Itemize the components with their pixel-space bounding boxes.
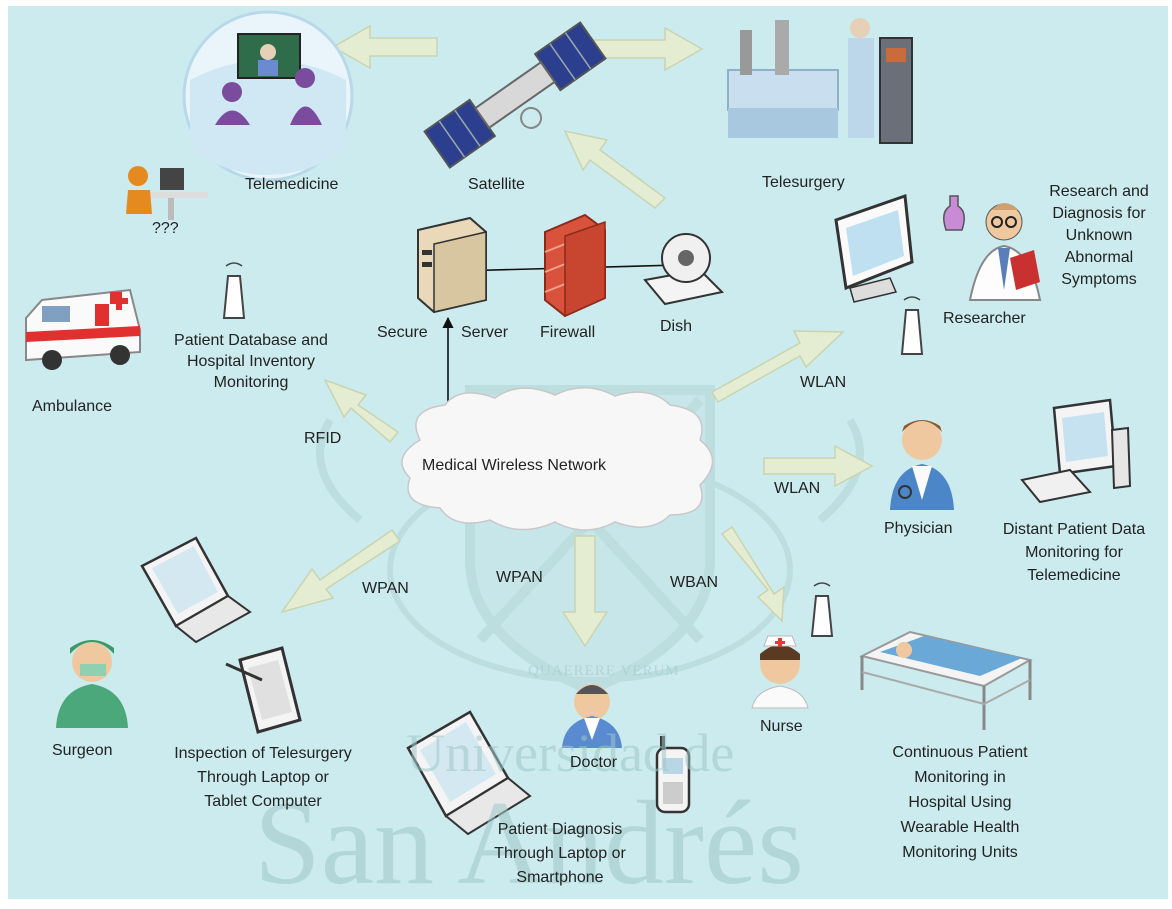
telemedicine-icon bbox=[182, 10, 354, 182]
unknown-label: ??? bbox=[152, 220, 179, 237]
wpan-mid-label: WPAN bbox=[496, 569, 543, 586]
antenna-icon bbox=[222, 262, 246, 319]
hospital-bed-icon bbox=[859, 630, 1033, 730]
arrow-cloud-to-physician bbox=[763, 444, 874, 488]
desktop-icon bbox=[1020, 398, 1132, 504]
diagnosis-line: Smartphone bbox=[516, 869, 604, 886]
wlan-mid-label: WLAN bbox=[774, 480, 821, 497]
monitor-icon bbox=[834, 193, 914, 303]
server-label: Server bbox=[461, 324, 509, 341]
wireless-network-cloud bbox=[401, 387, 714, 531]
inspection-line: Through Laptop or bbox=[197, 769, 329, 786]
doctor-label: Doctor bbox=[570, 754, 618, 771]
distant-label: Distant Patient Data Monitoring for Tele… bbox=[980, 518, 1168, 587]
inspection-label: Inspection of Telesurgery Through Laptop… bbox=[140, 742, 386, 814]
firewall-icon bbox=[544, 213, 606, 318]
network-label: Medical Wireless Network bbox=[422, 457, 607, 474]
laptop-icon bbox=[140, 536, 252, 644]
arrow-satellite-to-telemedicine bbox=[331, 24, 438, 70]
phone-icon bbox=[655, 736, 691, 814]
physician-label: Physician bbox=[884, 520, 953, 537]
researcher-label: Researcher bbox=[943, 310, 1026, 327]
wban-label: WBAN bbox=[670, 574, 718, 591]
arrow-dish-to-satellite bbox=[563, 129, 667, 209]
antenna-icon bbox=[900, 296, 924, 355]
telesurgery-icon bbox=[727, 18, 913, 144]
arrow-cloud-to-wban bbox=[720, 525, 785, 623]
inspection-line: Inspection of Telesurgery bbox=[174, 745, 352, 762]
arrow-cloud-to-wpan-left bbox=[280, 528, 402, 614]
wlan-top-label: WLAN bbox=[800, 374, 847, 391]
rfid-label: RFID bbox=[304, 430, 342, 447]
continuous-line: Monitoring Units bbox=[902, 844, 1018, 861]
diagnosis-line: Patient Diagnosis bbox=[497, 821, 623, 838]
distant-line: Monitoring for bbox=[1025, 544, 1123, 561]
physician-icon bbox=[890, 420, 954, 510]
secure-label: Secure bbox=[377, 324, 428, 341]
inspection-line: Tablet Computer bbox=[204, 793, 322, 810]
continuous-label: Continuous Patient Monitoring in Hospita… bbox=[870, 740, 1050, 865]
distant-line: Distant Patient Data bbox=[1002, 521, 1146, 538]
research-line: Diagnosis for bbox=[1052, 205, 1146, 222]
patient-db-label: Patient Database and Hospital Inventory … bbox=[148, 330, 354, 393]
research-line: Abnormal bbox=[1064, 249, 1134, 266]
surgeon-icon bbox=[56, 640, 128, 728]
research-line: Symptoms bbox=[1061, 271, 1137, 288]
nurse-icon bbox=[751, 635, 809, 709]
researcher-icon bbox=[943, 195, 1042, 301]
wpan-left-label: WPAN bbox=[362, 580, 409, 597]
continuous-line: Continuous Patient bbox=[892, 744, 1028, 761]
ambulance-label: Ambulance bbox=[32, 398, 113, 415]
arrows bbox=[280, 24, 874, 648]
arrow-cloud-to-rfid bbox=[323, 378, 400, 444]
user-pc-icon bbox=[126, 166, 208, 220]
arrow-cloud-to-wpan-mid bbox=[561, 535, 609, 648]
continuous-line: Hospital Using bbox=[908, 794, 1012, 811]
satellite-label: Satellite bbox=[468, 176, 525, 193]
server-icon bbox=[417, 216, 487, 314]
diagnosis-line: Through Laptop or bbox=[494, 845, 626, 862]
telesurgery-label: Telesurgery bbox=[762, 174, 845, 191]
satellite-icon bbox=[423, 21, 607, 169]
tablet-icon bbox=[225, 646, 302, 734]
research-line: Unknown bbox=[1065, 227, 1133, 244]
patient-db-line: Monitoring bbox=[213, 374, 289, 391]
diagnosis-label: Patient Diagnosis Through Laptop or Smar… bbox=[480, 818, 640, 890]
distant-line: Telemedicine bbox=[1027, 567, 1121, 584]
research-label: Research and Diagnosis for Unknown Abnor… bbox=[1032, 181, 1166, 291]
watermark-line-2: San Andrés bbox=[254, 776, 804, 909]
surgeon-label: Surgeon bbox=[52, 742, 113, 759]
antenna-icon bbox=[810, 582, 834, 637]
patient-db-line: Hospital Inventory bbox=[186, 353, 316, 370]
continuous-line: Wearable Health bbox=[900, 819, 1020, 836]
firewall-label: Firewall bbox=[540, 324, 596, 341]
watermark-motto: QUAERERE VERUM bbox=[528, 663, 680, 679]
telemedicine-label: Telemedicine bbox=[245, 176, 339, 193]
research-line: Research and bbox=[1049, 183, 1149, 200]
ambulance-icon bbox=[25, 288, 141, 370]
dish-icon bbox=[643, 233, 725, 306]
watermark-line-1: Universidad de bbox=[406, 723, 735, 783]
nurse-label: Nurse bbox=[760, 718, 803, 735]
arrow-cloud-to-wlan-top bbox=[710, 330, 845, 404]
dish-label: Dish bbox=[660, 318, 693, 335]
laptop-icon bbox=[406, 710, 532, 836]
doctor-icon bbox=[562, 684, 622, 748]
continuous-line: Monitoring in bbox=[914, 769, 1006, 786]
patient-db-line: Patient Database and bbox=[174, 332, 328, 349]
